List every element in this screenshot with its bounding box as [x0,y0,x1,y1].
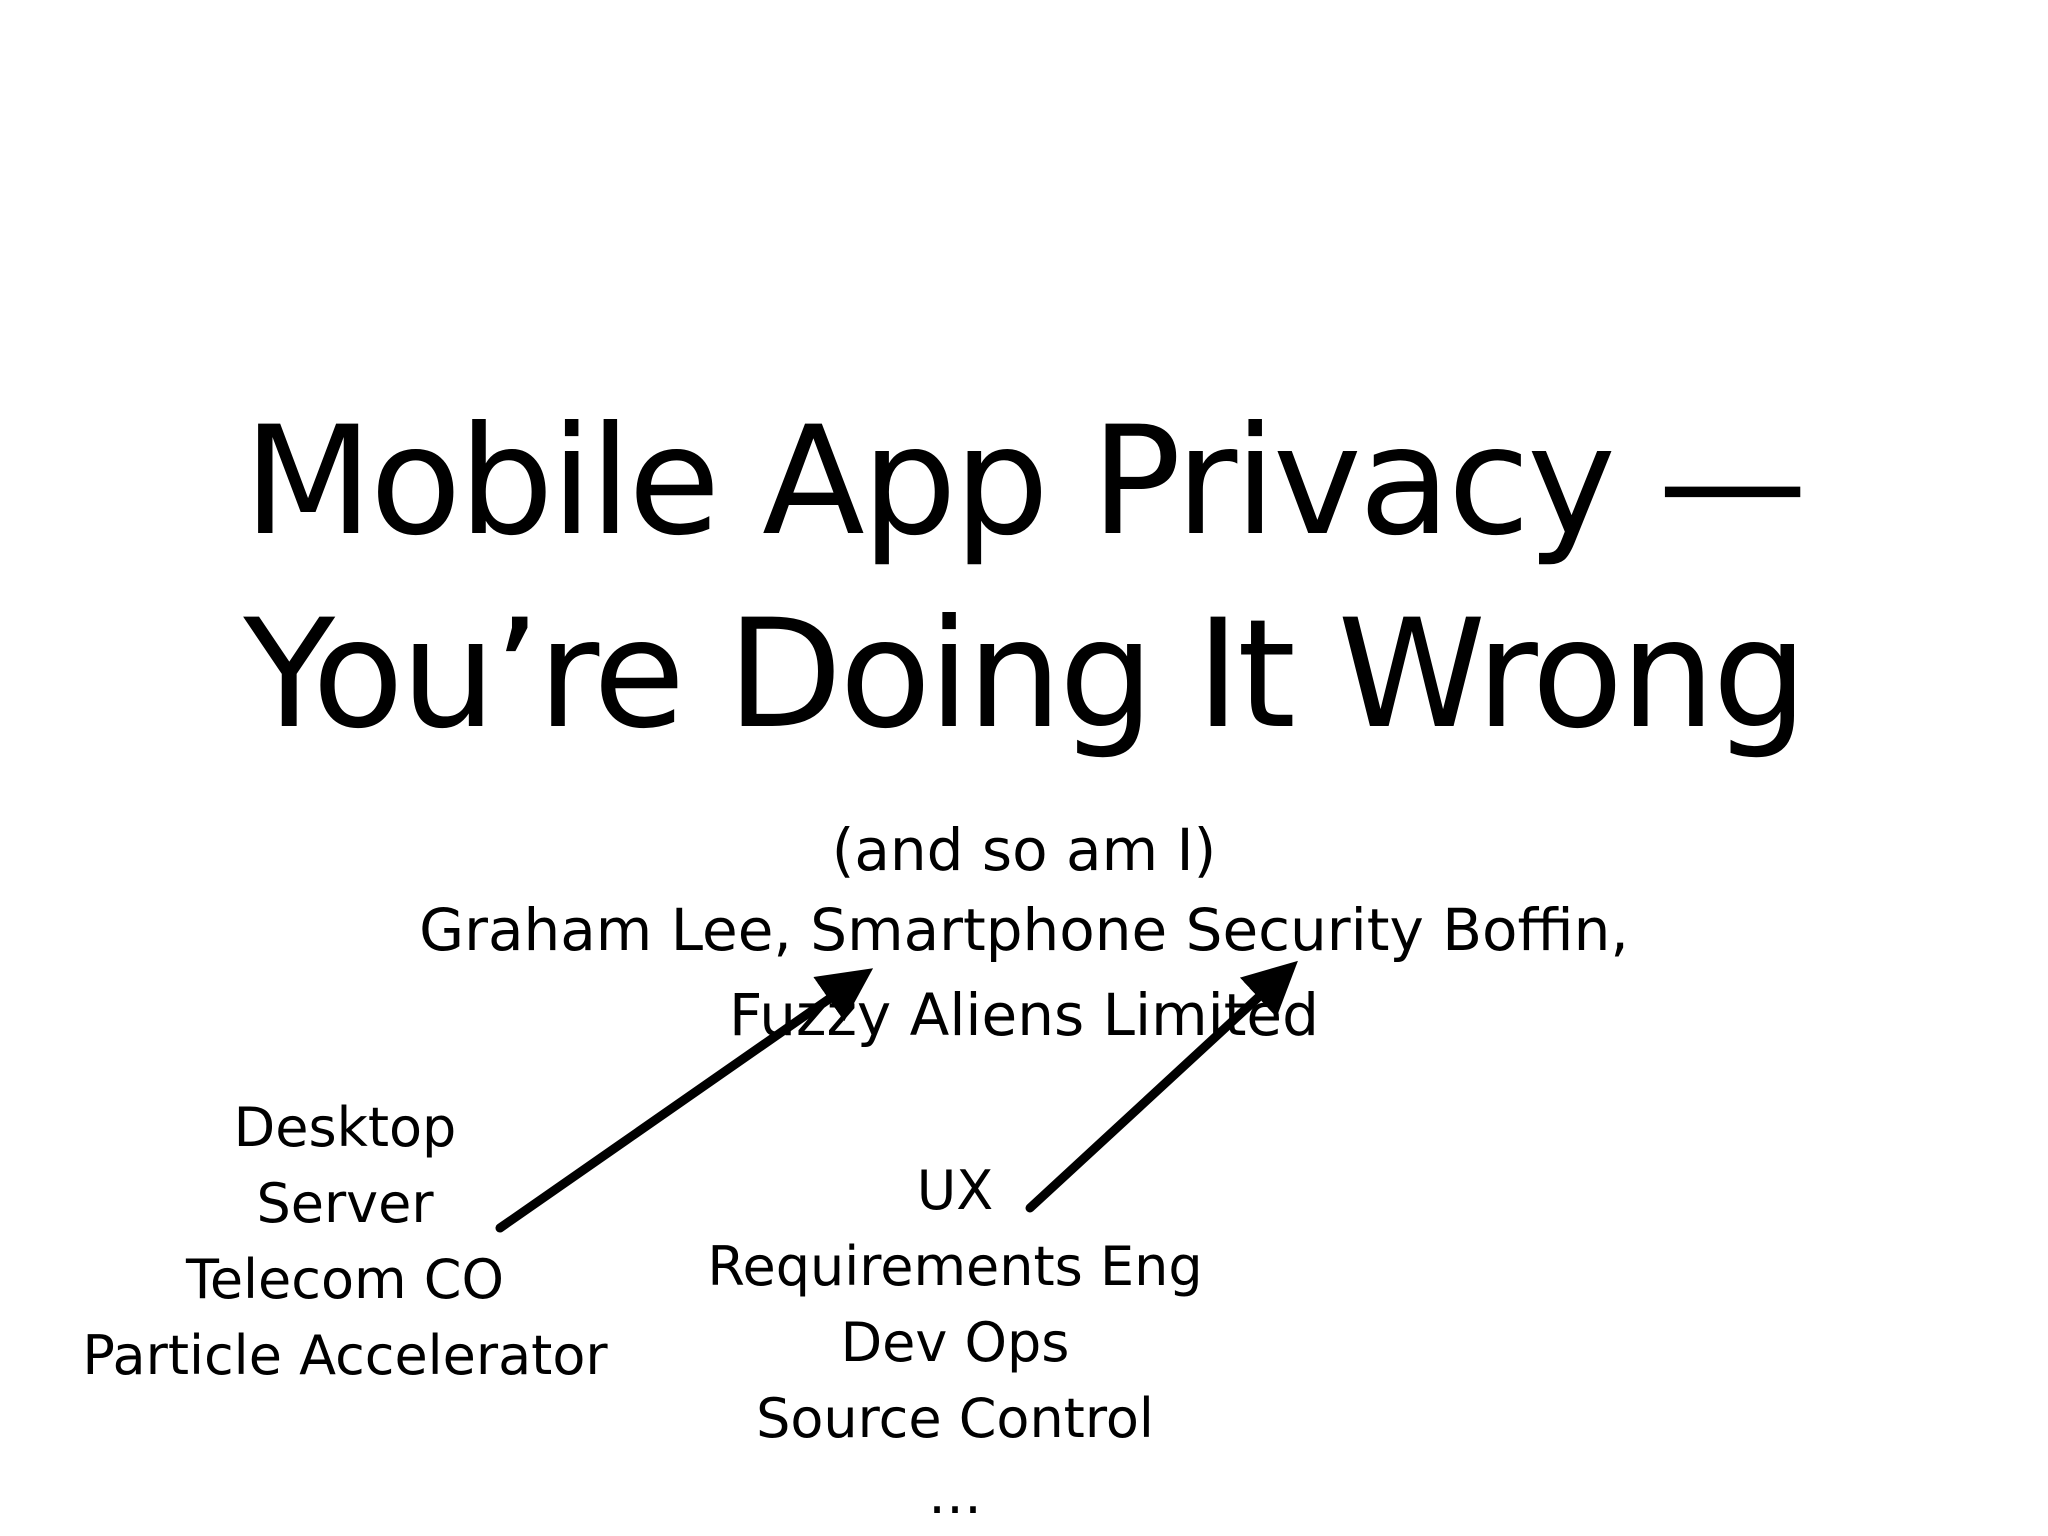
left-list-item: Telecom CO [186,1248,504,1311]
middle-list: UX Requirements Eng Dev Ops Source Contr… [690,1153,1220,1533]
left-list-item: Particle Accelerator [82,1324,608,1387]
middle-list-item: … [928,1463,982,1526]
left-list-item: Server [256,1172,434,1235]
left-list-item: Desktop [233,1096,457,1159]
company-line: Fuzzy Aliens Limited [729,981,1319,1049]
slide-title-line-1: Mobile App Privacy — [243,395,1807,569]
slide-title-line-2: You’re Doing It Wrong [243,588,1807,762]
author-line: Graham Lee, Smartphone Security Boffin, [419,896,1629,964]
middle-list-item: Requirements Eng [707,1235,1203,1298]
middle-list-item: UX [916,1159,994,1222]
middle-list-item: Source Control [756,1387,1154,1450]
left-list: Desktop Server Telecom CO Particle Accel… [60,1090,630,1394]
slide-subtitle: (and so am I) [831,816,1217,884]
middle-list-item: Dev Ops [840,1311,1070,1374]
